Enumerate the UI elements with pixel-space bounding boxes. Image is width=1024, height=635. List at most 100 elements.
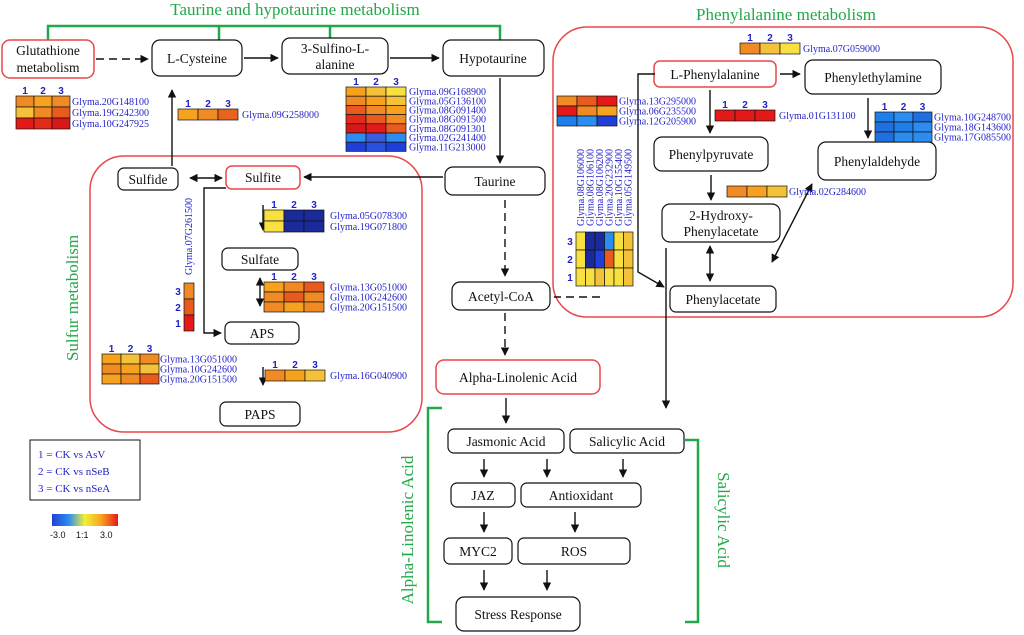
column-index: 3 <box>311 200 317 211</box>
heatmap-cell <box>766 185 788 198</box>
gene-label: Glyma.20G151500 <box>330 303 407 314</box>
heatmap-cell <box>613 249 624 269</box>
heatmap-cell <box>893 121 914 133</box>
heatmap-cell <box>101 353 122 365</box>
heatmap-cell <box>303 291 325 303</box>
column-index: 2 <box>901 102 907 113</box>
heatmap-cell <box>596 115 618 127</box>
column-index: 3 <box>393 77 399 88</box>
node-antioxidant-label: Antioxidant <box>549 488 614 503</box>
legend: 1 = CK vs AsV 2 = CK vs nSeB 3 = CK vs n… <box>29 439 141 540</box>
heatmap-cell <box>604 249 615 269</box>
heatmap-cell <box>385 141 407 152</box>
node-hypotaurine-label: Hypotaurine <box>459 51 526 66</box>
node-hydroxy-line1: 2-Hydroxy- <box>689 208 753 223</box>
row-index: 3 <box>175 287 181 298</box>
sulfur-region <box>89 155 423 433</box>
heatmap-cell <box>33 95 53 108</box>
heatmap-cell <box>120 373 141 385</box>
heatmap-cell <box>556 115 578 127</box>
row-index: 1 <box>567 273 573 284</box>
heatmap-cell <box>183 314 195 332</box>
heatmap-cell <box>575 231 586 251</box>
heatmap-cell <box>754 109 776 122</box>
node-salicylic-label: Salicylic Acid <box>589 434 665 449</box>
node-phenylacetate: Phenylacetate <box>669 285 777 313</box>
heatmap-cell <box>874 121 895 133</box>
node-phenylpyruvate-label: Phenylpyruvate <box>669 147 754 162</box>
heatmap-cell <box>51 95 71 108</box>
node-lphenylalanine: L-Phenylalanine <box>653 60 777 88</box>
node-taurine-label: Taurine <box>474 174 515 189</box>
column-index: 3 <box>311 272 317 283</box>
gene-label: Glyma.08G091400 <box>409 106 486 117</box>
column-index: 2 <box>767 33 773 44</box>
heatmap-cell <box>345 114 367 125</box>
hm-phenylpyruvate: Glyma.02G284600 <box>726 185 866 198</box>
gene-label: Glyma.20G148100 <box>72 97 149 108</box>
heatmap-cell <box>596 95 618 107</box>
heatmap-cell <box>623 231 634 251</box>
column-index: 2 <box>373 77 379 88</box>
connectors <box>96 53 873 591</box>
node-glutathione-line1: Glutathione <box>16 43 80 58</box>
column-index: 3 <box>787 33 793 44</box>
gene-label: Glyma.07G261500 <box>184 198 195 275</box>
heatmap-cell <box>746 185 768 198</box>
column-index: 1 <box>882 102 888 113</box>
heatmap-cell <box>283 220 305 233</box>
gene-label: Glyma.06G235500 <box>619 107 696 118</box>
heatmap-cell <box>345 132 367 143</box>
heatmap-cell <box>139 373 160 385</box>
node-hydroxy-phenylacetate: 2-Hydroxy- Phenylacetate <box>661 203 781 243</box>
node-sulfite-label: Sulfite <box>245 170 281 185</box>
column-index: 1 <box>747 33 753 44</box>
column-index: 1 <box>272 360 278 371</box>
title-phenylalanine: Phenylalanine metabolism <box>696 5 876 24</box>
hm-phenylacetate-grid: 321Glyma.08G106000Glyma.08G106100Glyma.0… <box>567 149 634 287</box>
heatmap-cell <box>263 291 285 303</box>
color-scale-bar <box>52 514 118 526</box>
node-sulfino-line1: 3-Sulfino-L- <box>301 41 370 56</box>
heatmap-cell <box>385 95 407 106</box>
column-index: 1 <box>353 77 359 88</box>
heatmap-cell <box>385 132 407 143</box>
heatmap-cell <box>15 95 35 108</box>
row-index: 1 <box>175 319 181 330</box>
column-index: 2 <box>742 100 748 111</box>
heatmap-cell <box>101 363 122 375</box>
heatmap-cell <box>33 117 53 130</box>
heatmap-cell <box>594 231 605 251</box>
node-jaz: JAZ <box>450 482 516 508</box>
node-aps-label: APS <box>250 326 275 341</box>
heatmap-cell <box>303 281 325 293</box>
heatmap-cell <box>385 86 407 97</box>
column-index: 3 <box>312 360 318 371</box>
node-paps-label: PAPS <box>244 407 275 422</box>
node-ros: ROS <box>517 537 631 565</box>
heatmap-cell <box>759 42 781 55</box>
heatmap-cell <box>613 267 624 287</box>
node-phenylethylamine: Phenylethylamine <box>804 59 942 95</box>
node-acetylcoa-label: Acetyl-CoA <box>468 289 534 304</box>
gene-label: Glyma.07G059000 <box>803 44 880 55</box>
row-index: 2 <box>175 303 181 314</box>
gene-label: Glyma.10G242600 <box>160 365 237 376</box>
gene-label: Glyma.18G143600 <box>934 123 1011 134</box>
heatmap-cell <box>385 123 407 134</box>
heatmap-cell <box>596 105 618 117</box>
node-sulfino: 3-Sulfino-L- alanine <box>281 37 389 75</box>
node-sulfide-label: Sulfide <box>129 172 168 187</box>
node-hypotaurine: Hypotaurine <box>442 39 545 77</box>
gene-label: Glyma.13G295000 <box>619 97 696 108</box>
heatmap-cell <box>264 369 286 382</box>
node-lcysteine: L-Cysteine <box>151 39 243 77</box>
node-paps: PAPS <box>219 401 301 427</box>
heatmap-cell <box>912 131 933 143</box>
column-index: 1 <box>722 100 728 111</box>
node-glutathione: Glutathione metabolism <box>1 39 95 79</box>
heatmap-cell <box>183 298 195 316</box>
